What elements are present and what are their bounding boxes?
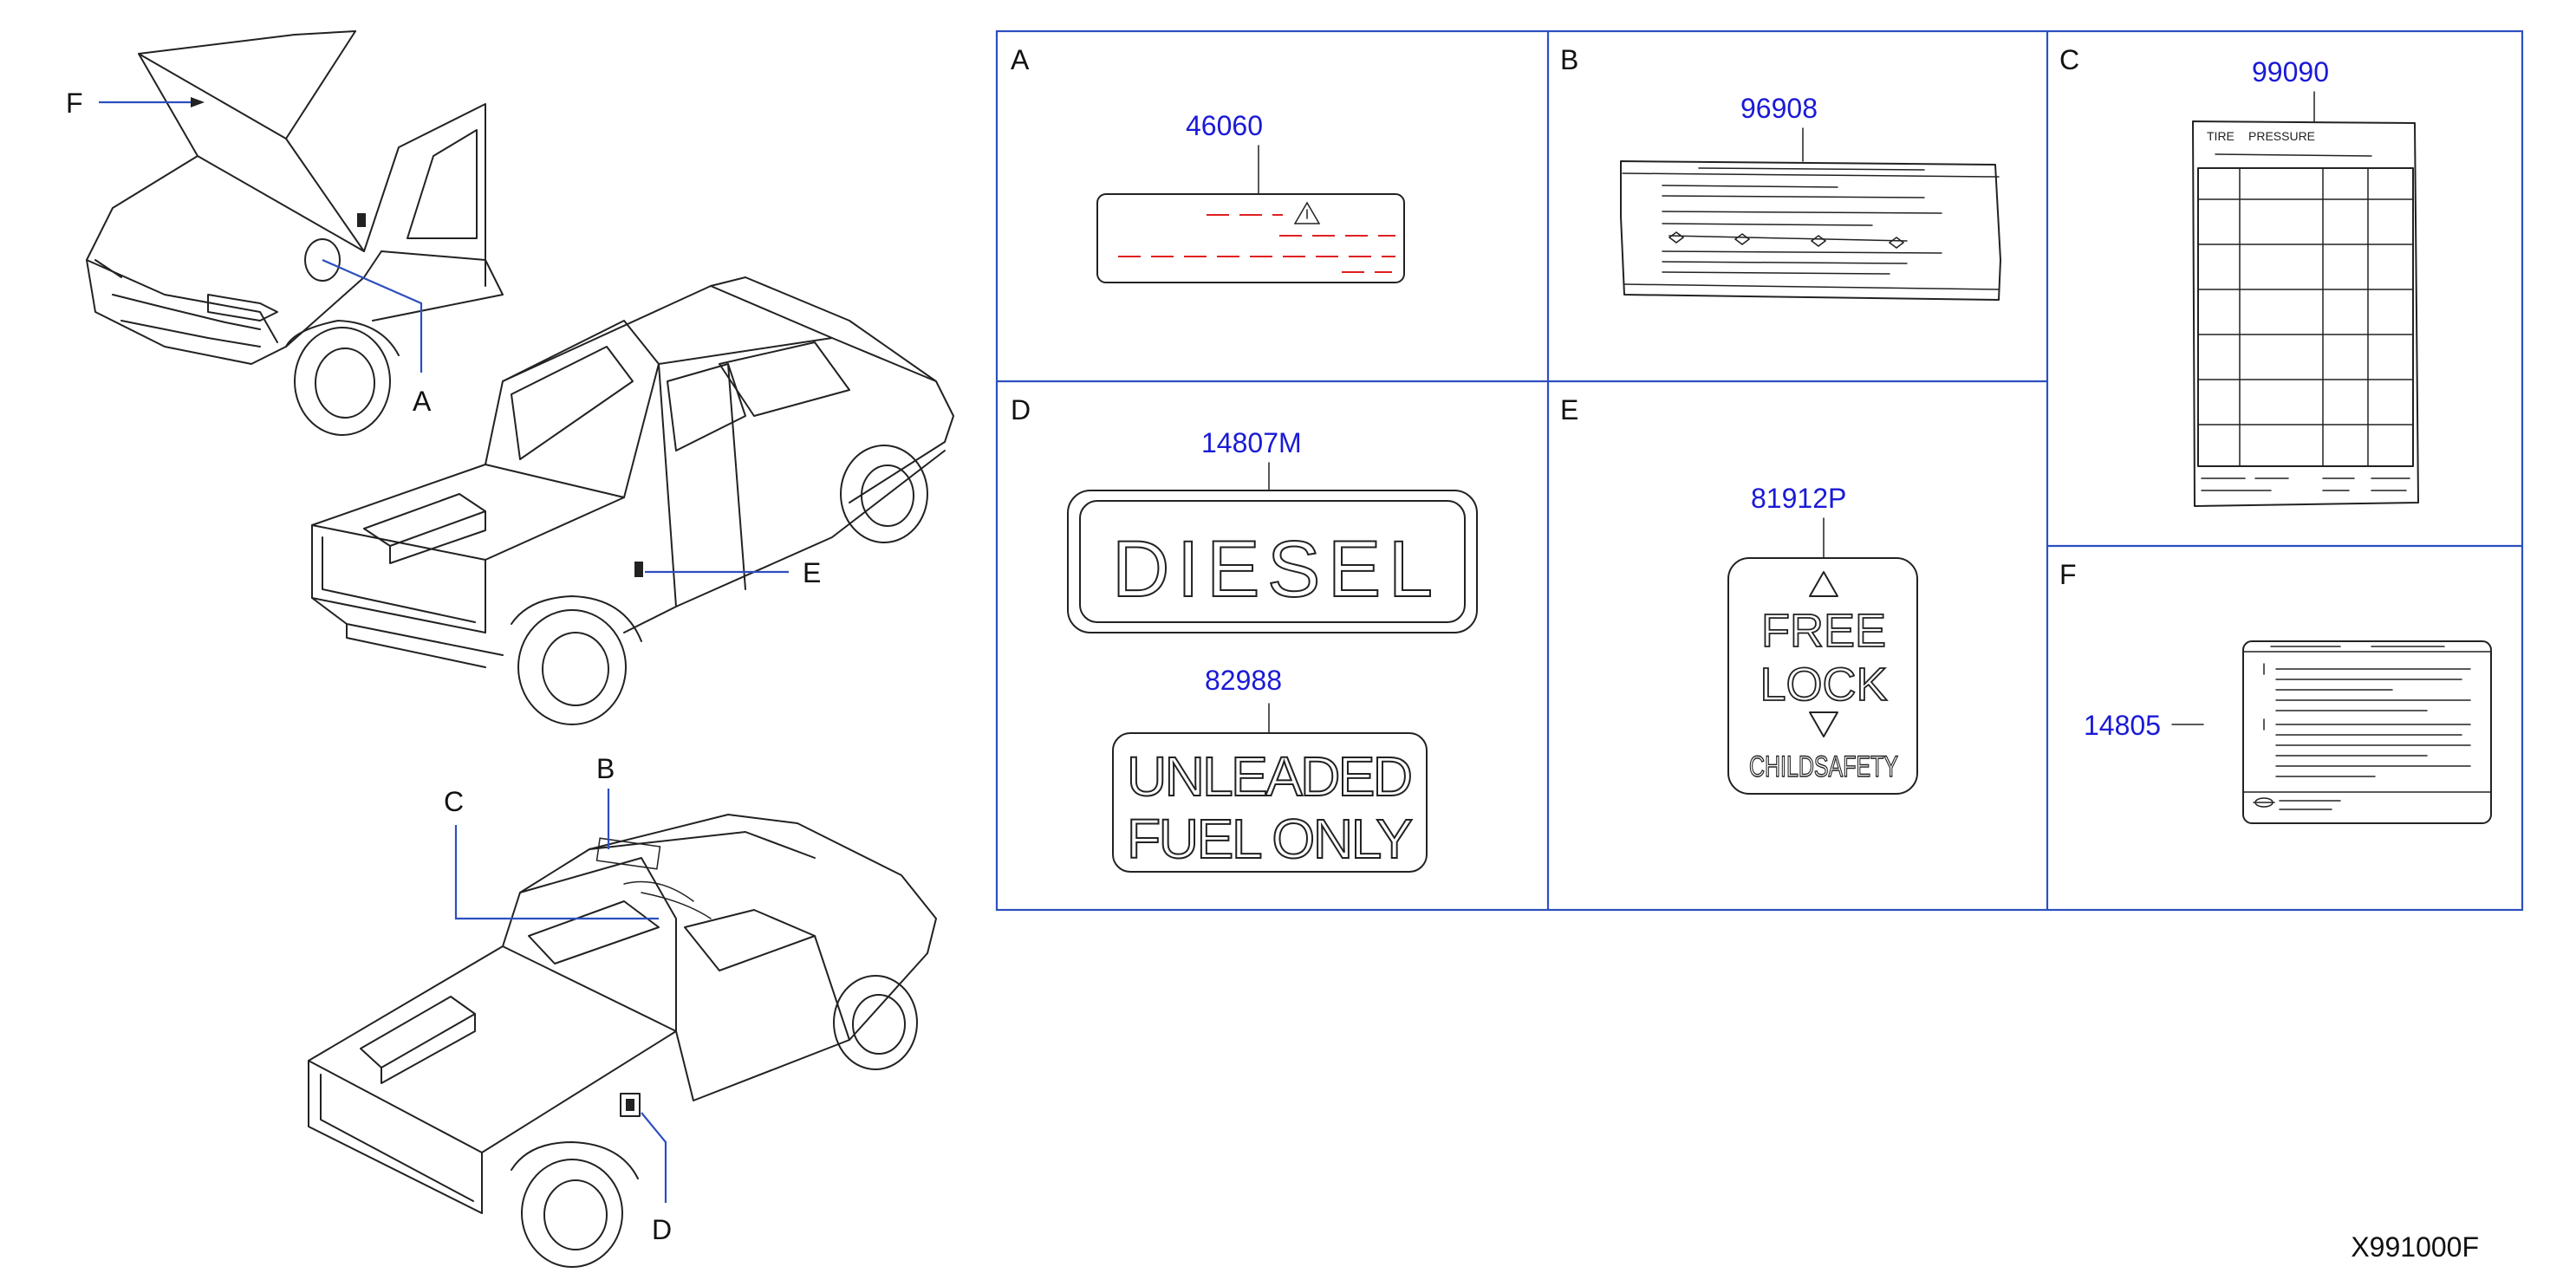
panel-a-letter: A: [1011, 44, 1030, 75]
childsafety-text: CHILDSAFETY: [1749, 750, 1898, 783]
arrow-up-icon: [1809, 571, 1838, 597]
panel-c: C 99090 TIRE PRESSURE: [2059, 44, 2419, 507]
panel-d-part-number-diesel: 14807M: [1201, 427, 1302, 458]
panel-f: F 14805: [2059, 559, 2492, 824]
callout-c: C: [444, 786, 464, 817]
callout-a: A: [413, 386, 432, 417]
panel-b-letter: B: [1560, 44, 1578, 75]
callout-e: E: [803, 557, 821, 588]
truck-lower-view: B C D: [308, 753, 937, 1268]
truck-front-hood-open: F A: [66, 30, 504, 436]
tire-label-word: TIRE: [2207, 129, 2234, 143]
panel-c-letter: C: [2059, 44, 2079, 75]
panel-e-part-number: 81912P: [1751, 483, 1846, 514]
lock-text: LOCK: [1760, 659, 1887, 711]
pressure-label-word: PRESSURE: [2248, 129, 2315, 143]
truck-rear-view: E: [311, 276, 954, 725]
arrow-down-icon: [1809, 711, 1838, 737]
free-text: FREE: [1761, 605, 1886, 657]
panel-e: E 81912P FREE LOCK CHILDSAFETY: [1560, 394, 1918, 795]
callout-f: F: [66, 88, 83, 119]
label-grid: [995, 29, 2524, 912]
panel-d-letter: D: [1011, 394, 1031, 425]
unleaded-text-line2: FUEL ONLY: [1127, 808, 1413, 870]
panel-c-part-number: 99090: [2252, 56, 2329, 88]
panel-f-part-number: 14805: [2084, 710, 2161, 741]
diagram-code: X991000F: [2351, 1231, 2479, 1263]
panel-a: A 46060: [1011, 44, 1405, 283]
diesel-text: DIESEL: [1112, 525, 1433, 614]
warning-triangle-icon: [1293, 201, 1321, 224]
panel-f-letter: F: [2059, 559, 2077, 590]
panel-e-letter: E: [1560, 394, 1578, 425]
panel-a-part-number: 46060: [1186, 110, 1263, 141]
panel-b: B 96908: [1560, 44, 2001, 301]
panel-d: D 14807M DIESEL 82988 UNLEADED FUEL ONLY: [1011, 394, 1478, 873]
panel-b-part-number: 96908: [1740, 93, 1818, 124]
unleaded-text-line1: UNLEADED: [1127, 745, 1413, 808]
callout-d: D: [652, 1214, 672, 1245]
callout-b: B: [596, 753, 615, 784]
panel-d-part-number-unleaded: 82988: [1205, 665, 1282, 696]
